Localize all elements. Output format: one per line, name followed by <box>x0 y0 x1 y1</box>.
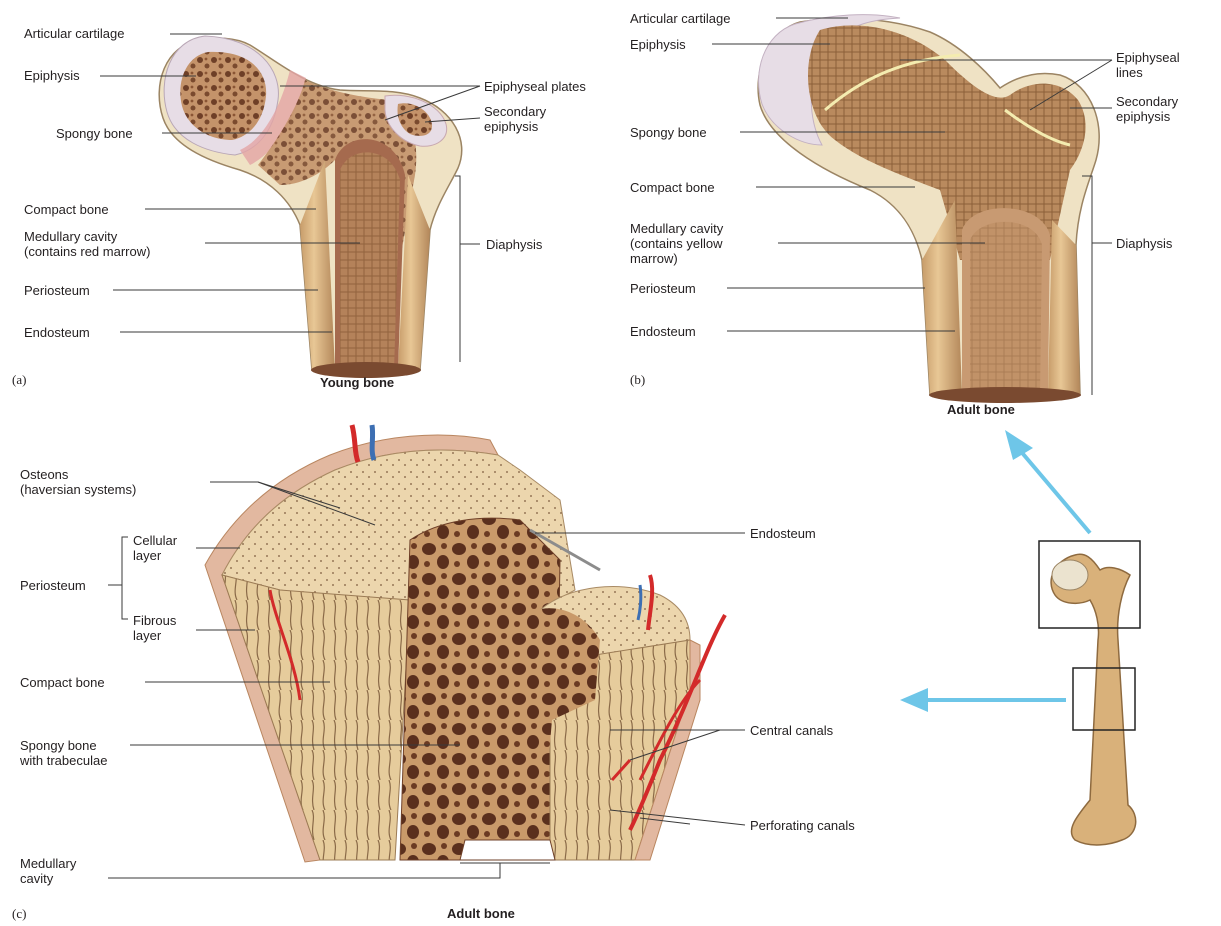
label-c-fibrous-layer: Fibrous layer <box>133 613 176 643</box>
label-a-compact-bone: Compact bone <box>24 202 109 217</box>
label-c-cellular-layer: Cellular layer <box>133 533 177 563</box>
label-a-articular-cartilage: Articular cartilage <box>24 26 124 41</box>
label-c-periosteum: Periosteum <box>20 578 86 593</box>
label-b-medullary-cavity: Medullary cavity (contains yellow marrow… <box>630 221 723 266</box>
label-a-endosteum: Endosteum <box>24 325 90 340</box>
label-b-epiphysis: Epiphysis <box>630 37 686 52</box>
label-b-secondary-epiphysis: Secondary epiphysis <box>1116 94 1178 124</box>
panel-a-letter: (a) <box>12 372 26 388</box>
panel-c-letter: (c) <box>12 906 26 922</box>
label-a-secondary-epiphysis: Secondary epiphysis <box>484 104 546 134</box>
young-bone-illustration <box>159 36 462 378</box>
label-b-periosteum: Periosteum <box>630 281 696 296</box>
label-b-epiphyseal-lines: Epiphyseal lines <box>1116 50 1180 80</box>
label-b-articular-cartilage: Articular cartilage <box>630 11 730 26</box>
label-b-compact-bone: Compact bone <box>630 180 715 195</box>
label-b-endosteum: Endosteum <box>630 324 696 339</box>
label-b-spongy-bone: Spongy bone <box>630 125 707 140</box>
panel-b-letter: (b) <box>630 372 645 388</box>
label-a-epiphysis: Epiphysis <box>24 68 80 83</box>
label-c-perforating-canals: Perforating canals <box>750 818 855 833</box>
label-c-central-canals: Central canals <box>750 723 833 738</box>
label-b-diaphysis: Diaphysis <box>1116 236 1172 251</box>
label-c-compact-bone: Compact bone <box>20 675 105 690</box>
adult-bone-illustration <box>758 15 1099 403</box>
label-c-endosteum: Endosteum <box>750 526 816 541</box>
label-c-spongy-bone: Spongy bone with trabeculae <box>20 738 107 768</box>
bone-cutaway-illustration <box>205 425 725 862</box>
label-a-periosteum: Periosteum <box>24 283 90 298</box>
panel-c-caption: Adult bone <box>447 906 515 921</box>
label-a-diaphysis: Diaphysis <box>486 237 542 252</box>
label-a-epiphyseal-plates: Epiphyseal plates <box>484 79 586 94</box>
panel-a-caption: Young bone <box>320 375 394 390</box>
label-a-medullary-cavity: Medullary cavity (contains red marrow) <box>24 229 150 259</box>
label-c-osteons: Osteons (haversian systems) <box>20 467 136 497</box>
label-c-medullary-cavity: Medullary cavity <box>20 856 76 886</box>
femur-thumbnail <box>1039 541 1140 845</box>
label-a-spongy-bone: Spongy bone <box>56 126 133 141</box>
panel-b-caption: Adult bone <box>947 402 1015 417</box>
